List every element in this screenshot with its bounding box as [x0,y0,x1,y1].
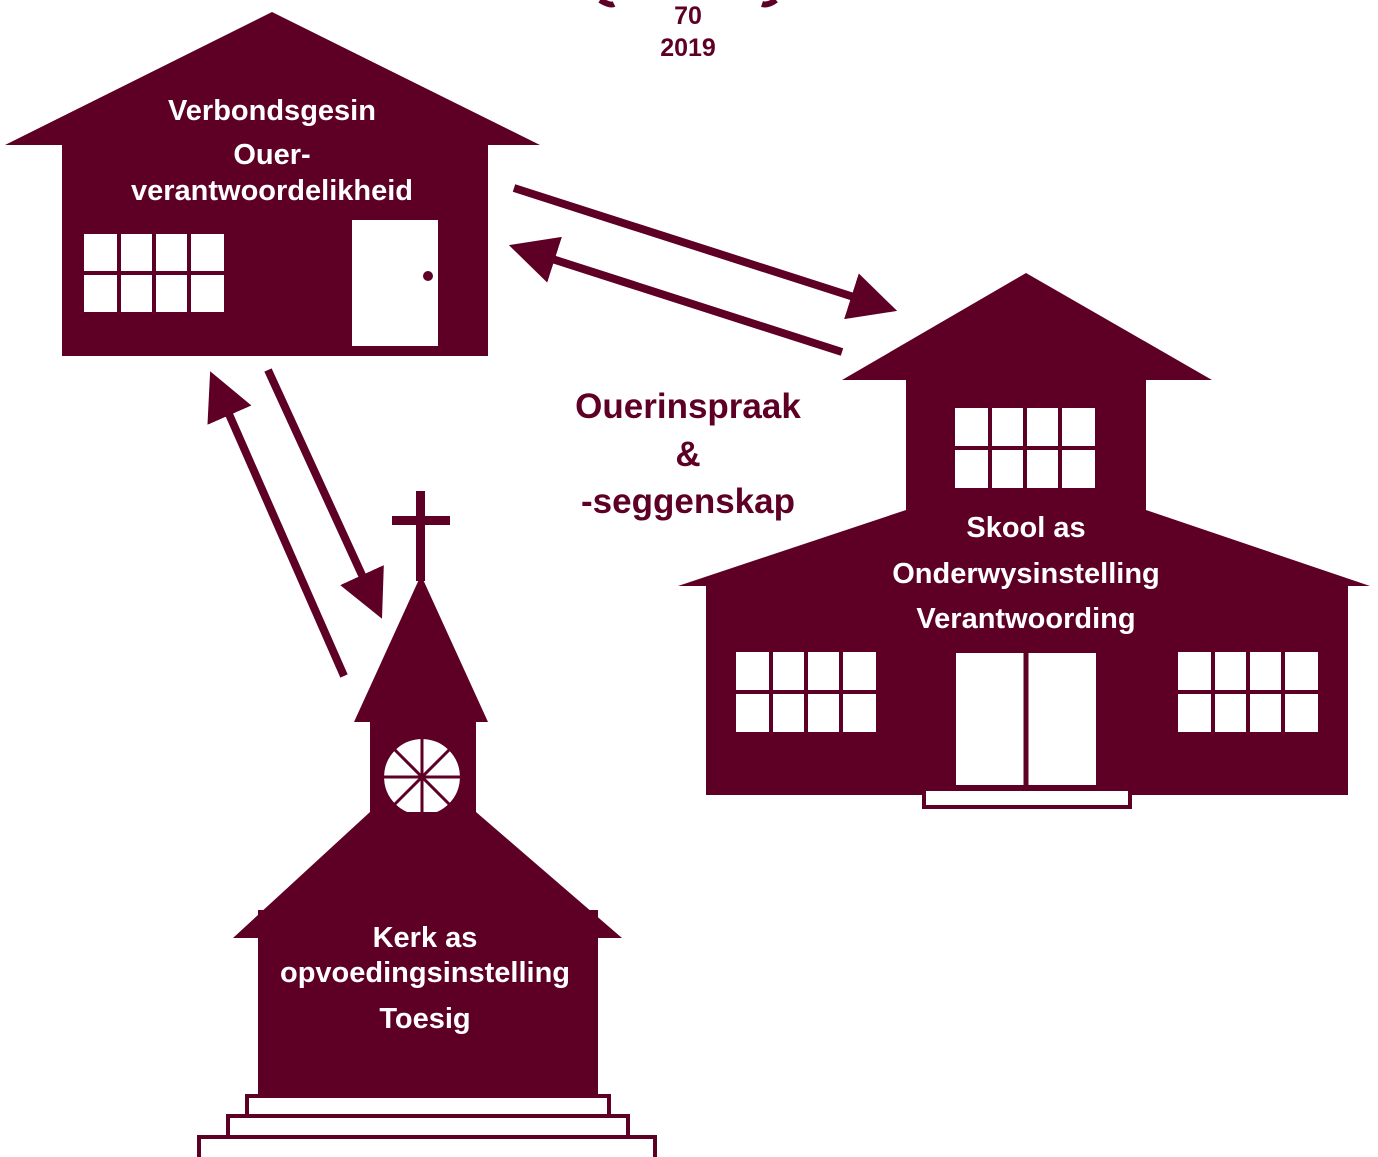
school-door [956,653,1096,785]
badge-year: 2019 [660,34,716,62]
house-window [84,234,224,312]
house-label-3: verantwoordelikheid [131,175,413,207]
church-spire [354,575,488,722]
school-window-left [736,652,876,732]
center-label-3: -seggenskap [581,482,795,521]
badge-arc-right [761,0,778,8]
church-steps [197,1094,657,1157]
arrow-icon-school-to-house [508,236,844,356]
center-label-1: Ouerinspraak [575,387,801,426]
school-window-top [955,408,1095,488]
church-icon: Kerk as opvoedingsinstelling Toesig [197,491,657,1157]
badge-number: 70 [674,2,702,30]
top-badge: 70 2019 [598,0,778,62]
school-step [922,787,1132,809]
church-roof [233,812,622,938]
house-label-1: Verbondsgesin [168,95,376,127]
center-label-2: & [675,435,700,474]
school-label-2: Onderwysinstelling [892,558,1160,590]
school-label-1: Skool as [966,512,1085,544]
house-roof [5,12,540,145]
church-rose-window [380,735,464,819]
school-label-3: Verantwoording [916,603,1135,635]
center-label: Ouerinspraak & -seggenskap [575,387,801,521]
cross-icon [392,491,450,581]
badge-arc-left [598,0,616,8]
church-label-3: Toesig [379,1003,470,1035]
house-icon: Verbondsgesin Ouer- verantwoordelikheid [5,12,540,356]
school-icon: Skool as Onderwysinstelling Verantwoordi… [678,273,1370,809]
church-label-1: Kerk as [373,922,478,954]
house-label-2: Ouer- [233,139,310,171]
arrow-icon-house-to-church [264,368,384,619]
arrows [207,184,898,678]
school-lower-roof [678,510,1370,586]
church-body [258,910,598,1096]
school-upper-roof [842,273,1212,380]
house-door [352,220,438,346]
arrow-icon-church-to-house [207,371,348,678]
church-label-2: opvoedingsinstelling [280,957,570,989]
school-window-right [1178,652,1318,732]
arrow-icon-house-to-school [512,184,898,320]
